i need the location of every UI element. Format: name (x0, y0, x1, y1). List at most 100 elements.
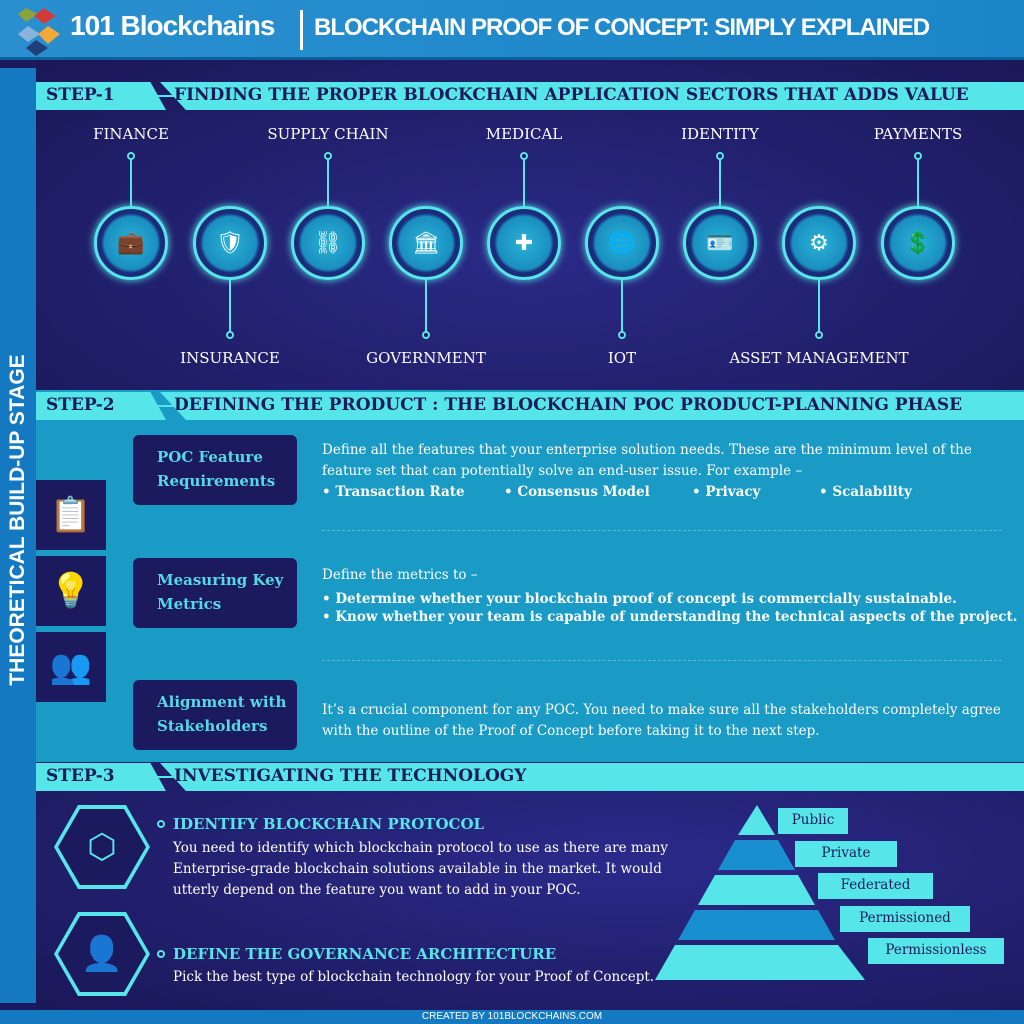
step-connector (146, 776, 176, 778)
connector-line (621, 280, 623, 332)
step1-title: FINDING THE PROPER BLOCKCHAIN APPLICATIO… (160, 82, 1024, 110)
sector-label: GOVERNMENT (366, 349, 486, 367)
sector-label: IOT (607, 349, 637, 367)
footer-credit: CREATED BY 101BLOCKCHAINS.COM (0, 1010, 1024, 1024)
stakeholders-text: It’s a crucial component for any POC. Yo… (322, 702, 1001, 739)
connector-line (425, 280, 427, 332)
sector-label: PAYMENTS (873, 125, 963, 143)
bullet-dot (157, 820, 165, 828)
connector-line (719, 155, 721, 207)
person-circuit-icon: 👤 (58, 916, 146, 992)
bullet: • Consensus Model (504, 484, 650, 500)
connector-dot (520, 152, 528, 160)
step2-header: STEP-2 DEFINING THE PRODUCT : THE BLOCKC… (36, 392, 1024, 420)
sector-label: INSURANCE (180, 349, 280, 367)
bullet: • Privacy (692, 484, 761, 500)
pyramid-label-public: Public (778, 808, 848, 834)
connector-line (229, 280, 231, 332)
family-shield-icon: 🛡 (193, 206, 267, 280)
brand-name: 101 Blockchains (70, 10, 275, 41)
connector-dot (226, 331, 234, 339)
connector-line (818, 280, 820, 332)
step3-title: INVESTIGATING THE TECHNOLOGY (160, 763, 1024, 791)
header: 101 Blockchains BLOCKCHAIN PROOF OF CONC… (0, 0, 1024, 60)
sector-label: MEDICAL (485, 125, 563, 143)
step1-header: STEP-1 FINDING THE PROPER BLOCKCHAIN APP… (36, 82, 1024, 110)
step3-badge: STEP-3 (36, 763, 166, 791)
sector-label: IDENTITY (681, 125, 759, 143)
governance-text: Pick the best type of blockchain technol… (173, 969, 655, 985)
step2-title: DEFINING THE PRODUCT : THE BLOCKCHAIN PO… (160, 392, 1024, 420)
network-nodes-icon: ⛓ (291, 206, 365, 280)
card-alignment-stakeholders: Alignment with Stakeholders (133, 680, 297, 750)
briefcase-money-icon: 💼 (94, 206, 168, 280)
capitol-building-icon: 🏛 (389, 206, 463, 280)
feature-bullets: • Transaction Rate • Consensus Model • P… (322, 482, 1002, 503)
step-connector (146, 95, 176, 97)
connector-dot (127, 152, 135, 160)
feature-requirements-text: Define all the features that your enterp… (322, 442, 972, 479)
pyramid-tier-permissionless (655, 945, 865, 980)
sector-label: ASSET MANAGEMENT (729, 349, 909, 367)
pyramid-label-permissionless: Permissionless (868, 938, 1004, 964)
pyramid-tier-federated (698, 875, 815, 905)
connector-line (327, 155, 329, 207)
protocol-title: IDENTIFY BLOCKCHAIN PROTOCOL (173, 815, 485, 833)
pyramid-diagram (655, 805, 865, 980)
id-card-icon: 🪪 (683, 206, 757, 280)
asset-gears-icon: ⚙ (782, 206, 856, 280)
pyramid-tier-public (738, 805, 775, 835)
bullet-dot (157, 950, 165, 958)
person-idea-icon: 💡 (36, 556, 106, 626)
card-title-line: POC Feature (157, 448, 263, 466)
connector-dot (618, 331, 626, 339)
pyramid-label-permissioned: Permissioned (840, 906, 970, 932)
connector-dot (324, 152, 332, 160)
stage-label: THEORETICAL BUILD-UP STAGE (6, 354, 29, 686)
card-title-line: Alignment with (157, 693, 287, 711)
sector-label: SUPPLY CHAIN (267, 125, 389, 143)
card-poc-feature-requirements: POC Feature Requirements (133, 435, 297, 505)
connector-line (523, 155, 525, 207)
divider (322, 660, 1002, 661)
connector-dot (422, 331, 430, 339)
medical-cross-icon: ✚ (487, 206, 561, 280)
pyramid-tier-private (718, 840, 795, 870)
step3-header: STEP-3 INVESTIGATING THE TECHNOLOGY (36, 763, 1024, 791)
step1-badge: STEP-1 (36, 82, 166, 110)
step2-badge: STEP-2 (36, 392, 166, 420)
hexagon-frame: ⬡ (54, 805, 150, 889)
pyramid-tier-permissioned (678, 910, 835, 940)
protocol-text: You need to identify which blockchain pr… (173, 840, 669, 898)
cube-network-icon: ⬡ (58, 809, 146, 885)
connector-line (130, 155, 132, 207)
globe-network-icon: 🌐 (585, 206, 659, 280)
bullet: • Transaction Rate (322, 484, 465, 500)
card-title-line: Measuring Key (157, 571, 284, 589)
divider (322, 530, 1002, 531)
hand-dollar-icon: 💲 (881, 206, 955, 280)
sector-label: FINANCE (93, 125, 169, 143)
connector-dot (815, 331, 823, 339)
people-exchange-icon: 👥 (36, 632, 106, 702)
card-measuring-key-metrics: Measuring Key Metrics (133, 558, 297, 628)
bullet: • Determine whether your blockchain proo… (322, 591, 957, 607)
card-title-line: Stakeholders (157, 717, 268, 735)
logo-cubes-icon (18, 8, 60, 56)
metrics-intro: Define the metrics to – (322, 567, 478, 583)
connector-dot (914, 152, 922, 160)
hexagon-frame: 👤 (54, 912, 150, 996)
governance-title: DEFINE THE GOVERNANCE ARCHITECTURE (173, 945, 557, 963)
step-connector (146, 405, 176, 407)
page-title: BLOCKCHAIN PROOF OF CONCEPT: SIMPLY EXPL… (314, 14, 930, 41)
pyramid-label-federated: Federated (818, 873, 933, 899)
clipboard-check-icon: 📋 (36, 480, 106, 550)
connector-line (917, 155, 919, 207)
pyramid-label-private: Private (795, 841, 897, 867)
header-divider (300, 10, 303, 50)
connector-dot (716, 152, 724, 160)
card-title-line: Metrics (157, 595, 222, 613)
bullet: • Scalability (819, 484, 912, 500)
card-title-line: Requirements (157, 472, 276, 490)
bullet: • Know whether your team is capable of u… (322, 609, 1018, 625)
